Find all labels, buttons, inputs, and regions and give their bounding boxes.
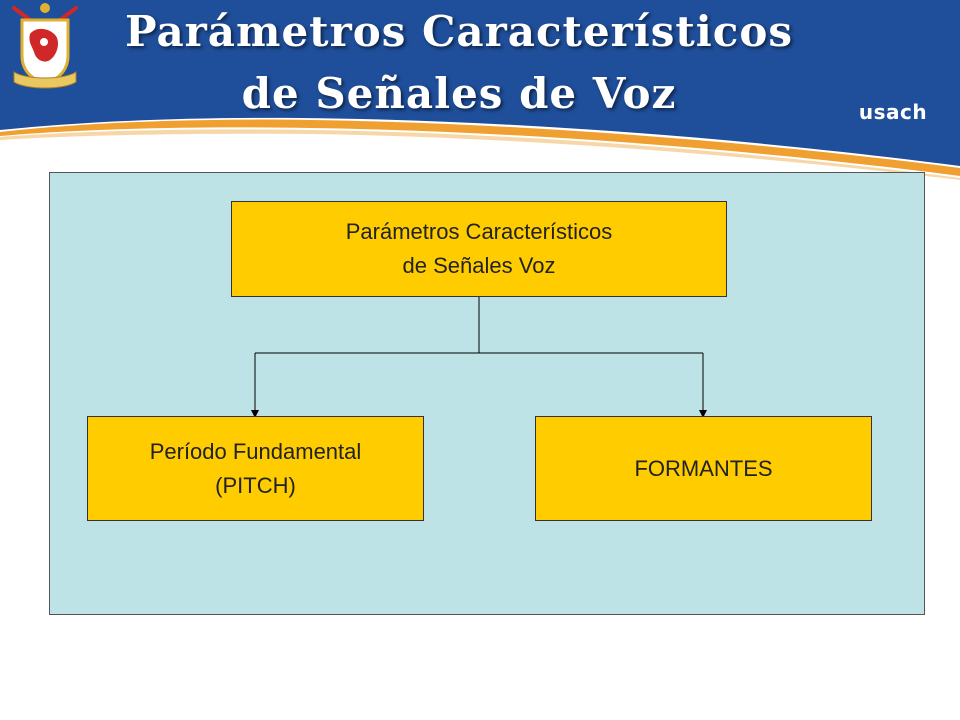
node-pitch: Período Fundamental (PITCH) (87, 416, 424, 521)
header-band (0, 0, 960, 180)
node-root-line-1: Parámetros Característicos (345, 219, 613, 244)
node-pitch-line-2: (PITCH) (215, 472, 296, 498)
university-crest-icon (12, 3, 78, 89)
slide-title-line-2: de Señales de Voz (241, 69, 677, 118)
node-pitch-line-1: Período Fundamental (149, 438, 362, 464)
node-root: Parámetros Característicos de Señales Vo… (231, 201, 727, 297)
node-root-line-2: de Señales Voz (402, 253, 556, 278)
node-formants-label: FORMANTES (634, 455, 773, 481)
logo-wordmark: usach (858, 100, 928, 124)
slide-header: Parámetros Característicos de Señales de… (0, 0, 960, 180)
slide-title-line-1: Parámetros Característicos (125, 7, 793, 56)
node-formants: FORMANTES (535, 416, 872, 521)
